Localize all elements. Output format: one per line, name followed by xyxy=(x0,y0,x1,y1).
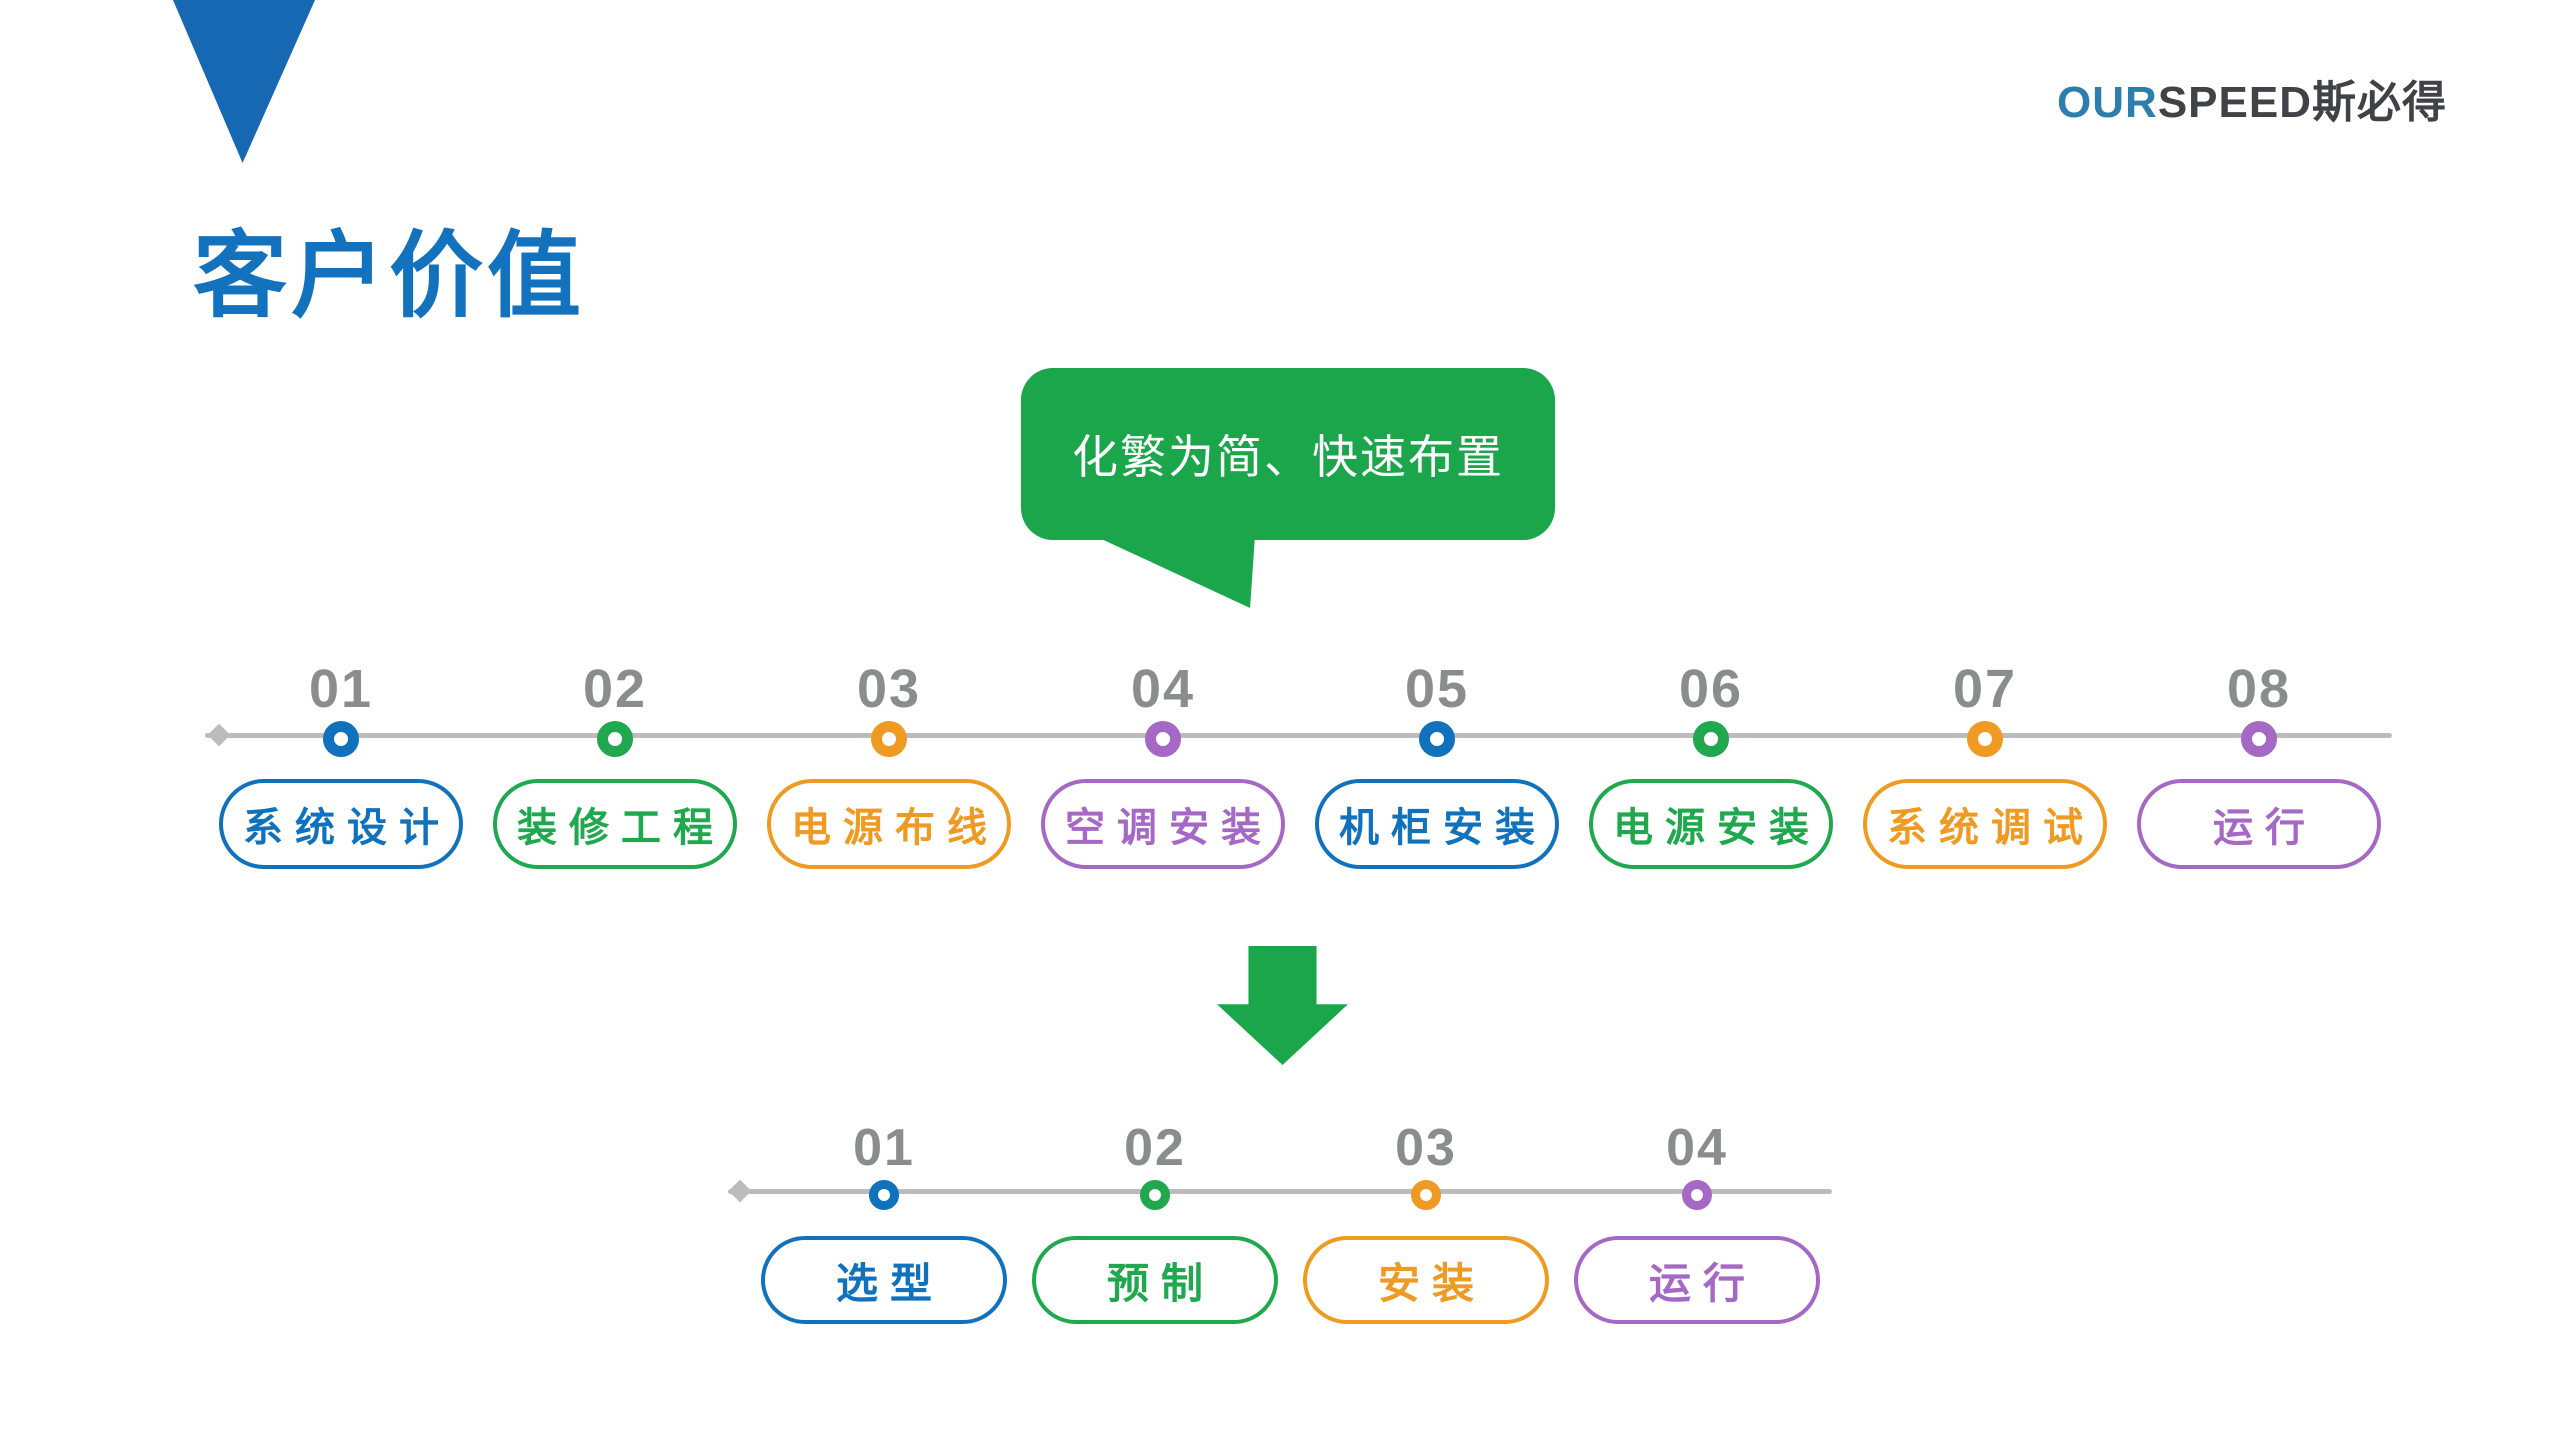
step-number: 07 xyxy=(1952,659,2018,719)
step-dot-icon xyxy=(869,1180,899,1210)
step-number: 03 xyxy=(856,659,922,719)
step-pill: 电源布线 xyxy=(767,779,1011,869)
page-title: 客户价值 xyxy=(193,223,586,328)
step-label: 电源安装 xyxy=(1613,806,1821,850)
step-pill: 空调安装 xyxy=(1041,779,1285,869)
down-arrow-icon xyxy=(1217,946,1348,1065)
corner-triangle-decoration xyxy=(173,0,315,163)
step-pill: 机柜安装 xyxy=(1315,779,1559,869)
step-pill: 运行 xyxy=(2137,779,2381,869)
step-number: 05 xyxy=(1404,659,1470,719)
step-number: 04 xyxy=(1666,1119,1728,1177)
step-dot-icon xyxy=(2241,721,2277,757)
step-dot-icon xyxy=(871,721,907,757)
step-label: 运行 xyxy=(2213,806,2317,850)
timeline-main-start-diamond-icon xyxy=(207,723,231,747)
step-number: 04 xyxy=(1130,659,1196,719)
step-label: 选型 xyxy=(835,1259,944,1307)
step-dot-icon xyxy=(597,721,633,757)
step-label: 安装 xyxy=(1377,1259,1486,1307)
step-pill: 系统调试 xyxy=(1863,779,2107,869)
step-label: 机柜安装 xyxy=(1339,806,1547,850)
step-pill: 安装 xyxy=(1303,1236,1549,1324)
callout-text: 化繁为简、快速布置 xyxy=(1072,431,1504,483)
step-pill: 运行 xyxy=(1574,1236,1820,1324)
brand-logo: OURSPEED斯必得 xyxy=(2057,66,2447,130)
step-dot-icon xyxy=(1145,721,1181,757)
step-number: 01 xyxy=(308,659,374,719)
timeline-simplified-start-diamond-icon xyxy=(728,1179,752,1203)
step-dot-icon xyxy=(1419,721,1455,757)
timeline-simplified-line xyxy=(728,1189,1832,1194)
logo-text-speed: SPEED斯必得 xyxy=(2157,78,2447,127)
step-number: 06 xyxy=(1678,659,1744,719)
step-label: 运行 xyxy=(1648,1259,1757,1307)
step-pill: 系统设计 xyxy=(219,779,463,869)
step-pill: 电源安装 xyxy=(1589,779,1833,869)
step-pill: 预制 xyxy=(1032,1236,1278,1324)
step-number: 03 xyxy=(1395,1119,1457,1177)
callout-bubble-tail xyxy=(1094,536,1255,608)
step-dot-icon xyxy=(1411,1180,1441,1210)
step-label: 空调安装 xyxy=(1065,806,1273,850)
step-pill: 装修工程 xyxy=(493,779,737,869)
step-label: 电源布线 xyxy=(791,806,999,850)
step-label: 装修工程 xyxy=(517,806,725,850)
step-number: 01 xyxy=(853,1119,915,1177)
step-dot-icon xyxy=(1967,721,2003,757)
step-label: 系统调试 xyxy=(1887,806,2095,850)
step-number: 02 xyxy=(1124,1119,1186,1177)
callout-bubble: 化繁为简、快速布置 xyxy=(1021,368,1555,540)
step-pill: 选型 xyxy=(761,1236,1007,1324)
step-number: 02 xyxy=(582,659,648,719)
timeline-main-line xyxy=(205,733,2392,738)
step-dot-icon xyxy=(323,721,359,757)
step-label: 预制 xyxy=(1106,1259,1215,1307)
step-label: 系统设计 xyxy=(243,806,451,850)
step-number: 08 xyxy=(2226,659,2292,719)
step-dot-icon xyxy=(1682,1180,1712,1210)
logo-text-our: OUR xyxy=(2057,78,2158,127)
step-dot-icon xyxy=(1140,1180,1170,1210)
step-dot-icon xyxy=(1693,721,1729,757)
